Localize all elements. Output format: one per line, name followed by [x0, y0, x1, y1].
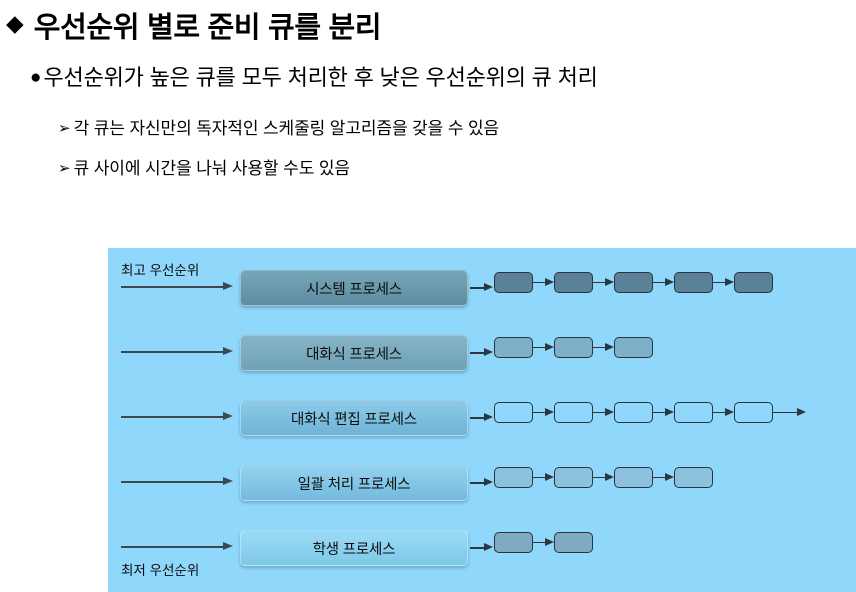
- queue-cell[interactable]: [614, 337, 653, 358]
- process-queue-box[interactable]: 시스템 프로세스: [240, 270, 468, 306]
- queue-cell-strip: [494, 467, 713, 488]
- incoming-arrow-icon: [121, 412, 239, 420]
- process-queue-box[interactable]: 대화식 프로세스: [240, 335, 468, 371]
- page-title-text: 우선순위 별로 준비 큐를 분리: [33, 12, 382, 44]
- process-queue-label: 일괄 처리 프로세스: [297, 476, 411, 493]
- disc-bullet-icon: ●: [30, 67, 42, 88]
- queue-cell[interactable]: [494, 402, 533, 423]
- diamond-bullet-icon: ◆: [6, 9, 24, 36]
- process-queue-label: 학생 프로세스: [312, 541, 396, 558]
- queue-link-arrow-icon: [533, 342, 554, 351]
- queue-cell[interactable]: [494, 467, 533, 488]
- queue-row-4: 최저 우선순위 학생 프로세스: [108, 514, 856, 580]
- queue-cell[interactable]: [554, 272, 593, 293]
- arrowhead-bullet-icon: ➢: [58, 160, 71, 177]
- process-queue-box[interactable]: 대화식 편집 프로세스: [240, 400, 468, 436]
- queue-cell[interactable]: [734, 272, 773, 293]
- process-queue-label: 대화식 프로세스: [306, 346, 402, 363]
- queue-cell[interactable]: [554, 402, 593, 423]
- queue-cell[interactable]: [734, 402, 773, 423]
- queue-row-1: 대화식 프로세스: [108, 319, 856, 385]
- queue-link-arrow-icon: [593, 277, 614, 286]
- highest-priority-label: 최고 우선순위: [121, 263, 200, 278]
- queue-link-arrow-icon: [653, 277, 674, 286]
- queue-cell[interactable]: [494, 337, 533, 358]
- bullet-level1: ● 우선순위가 높은 큐를 모두 처리한 후 낮은 우선순위의 큐 처리: [30, 65, 598, 91]
- queue-cell[interactable]: [494, 272, 533, 293]
- queue-link-arrow-icon: [533, 407, 554, 416]
- queue-link-arrow-icon: [533, 277, 554, 286]
- queue-link-arrow-icon: [713, 407, 734, 416]
- queue-link-arrow-icon: [653, 407, 674, 416]
- queue-cell-strip: [494, 272, 773, 293]
- incoming-arrow-icon: [121, 477, 239, 485]
- bullet-level2-0: ➢ 각 큐는 자신만의 독자적인 스케줄링 알고리즘을 갖을 수 있음: [58, 118, 499, 140]
- queue-cell-strip: [494, 532, 593, 553]
- process-queue-label: 대화식 편집 프로세스: [291, 411, 417, 428]
- page-title: ◆ 우선순위 별로 준비 큐를 분리: [6, 4, 382, 46]
- queue-link-arrow-icon: [593, 407, 614, 416]
- bullet-level2-text: 각 큐는 자신만의 독자적인 스케줄링 알고리즘을 갖을 수 있음: [73, 119, 500, 138]
- queue-cell[interactable]: [674, 402, 713, 423]
- incoming-arrow-icon: [121, 347, 239, 355]
- queue-cell[interactable]: [614, 402, 653, 423]
- queue-row-2: 대화식 편집 프로세스: [108, 384, 856, 450]
- queue-cell[interactable]: [494, 532, 533, 553]
- queue-link-arrow-icon: [593, 472, 614, 481]
- process-queue-box[interactable]: 학생 프로세스: [240, 530, 468, 566]
- bullet-level2-text: 큐 사이에 시간을 나눠 사용할 수도 있음: [73, 159, 350, 178]
- dispatch-arrow-icon: [470, 543, 494, 551]
- dispatch-arrow-icon: [470, 283, 494, 291]
- bullet-level1-text: 우선순위가 높은 큐를 모두 처리한 후 낮은 우선순위의 큐 처리: [43, 65, 598, 90]
- queue-link-arrow-icon: [653, 472, 674, 481]
- dispatch-arrow-icon: [470, 478, 494, 486]
- process-queue-label: 시스템 프로세스: [306, 281, 402, 298]
- queue-row-3: 일괄 처리 프로세스: [108, 449, 856, 515]
- incoming-arrow-icon: [121, 282, 239, 290]
- queue-cell[interactable]: [554, 467, 593, 488]
- queue-link-arrow-icon: [533, 537, 554, 546]
- queue-link-arrow-icon: [533, 472, 554, 481]
- queue-tail-arrow-icon: [773, 407, 807, 416]
- queue-cell[interactable]: [674, 272, 713, 293]
- queue-cell-strip: [494, 402, 807, 423]
- queue-cell[interactable]: [674, 467, 713, 488]
- process-queue-box[interactable]: 일괄 처리 프로세스: [240, 465, 468, 501]
- queue-link-arrow-icon: [593, 342, 614, 351]
- queue-cell[interactable]: [554, 337, 593, 358]
- dispatch-arrow-icon: [470, 413, 494, 421]
- incoming-arrow-icon: [121, 542, 239, 550]
- queue-link-arrow-icon: [713, 277, 734, 286]
- queue-cell[interactable]: [614, 272, 653, 293]
- queue-cell[interactable]: [614, 467, 653, 488]
- queue-cell-strip: [494, 337, 653, 358]
- lowest-priority-label: 최저 우선순위: [121, 563, 200, 578]
- arrowhead-bullet-icon: ➢: [58, 120, 71, 137]
- dispatch-arrow-icon: [470, 348, 494, 356]
- bullet-level2-1: ➢ 큐 사이에 시간을 나눠 사용할 수도 있음: [58, 158, 350, 180]
- queue-cell[interactable]: [554, 532, 593, 553]
